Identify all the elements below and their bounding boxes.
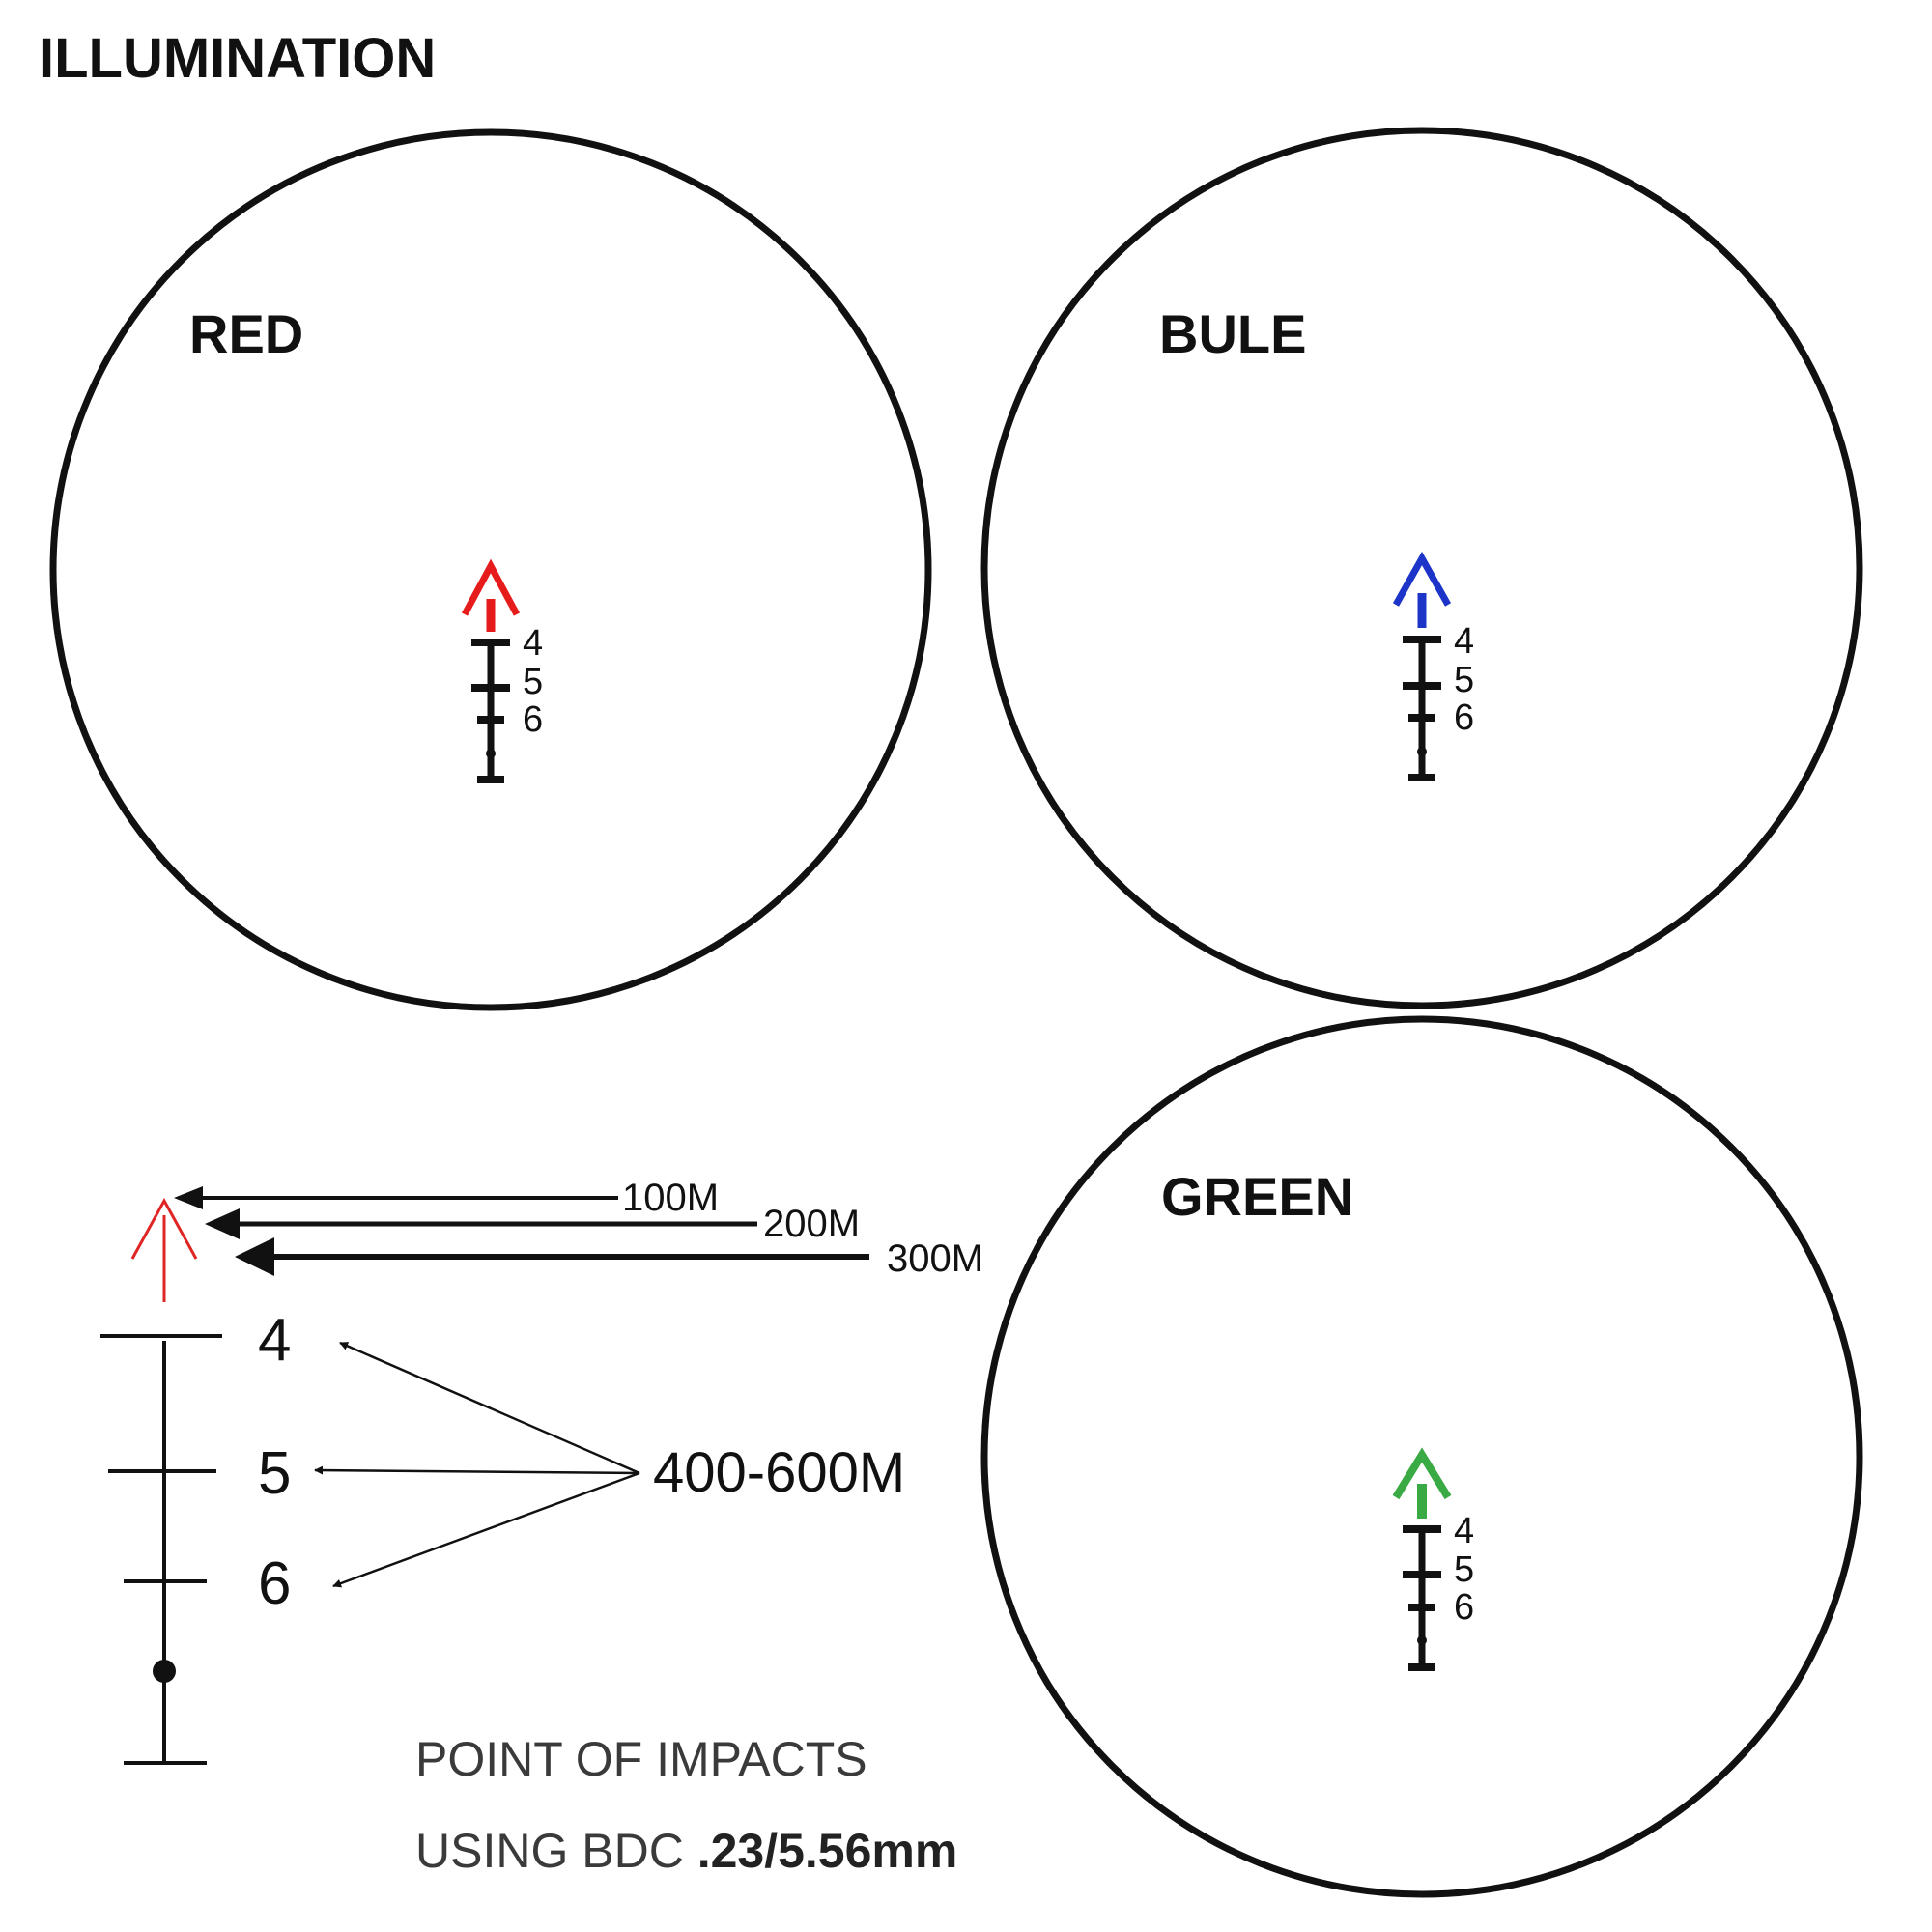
page-title: ILLUMINATION <box>39 27 436 90</box>
caption-caliber: .23/5.56mm <box>697 1824 958 1878</box>
range-label-100m: 100M <box>622 1177 719 1219</box>
reticle-label: BULE <box>1159 303 1306 364</box>
chevron-icon <box>461 558 521 616</box>
range-arrow-100m: 100M <box>174 1177 719 1219</box>
mark-label-4: 4 <box>1454 1511 1474 1551</box>
arrow-to-4 <box>339 1341 640 1475</box>
arrow-to-5 <box>314 1465 640 1475</box>
scope-circle-icon <box>49 128 932 1011</box>
mark-label-4: 4 <box>1454 621 1474 662</box>
aim-dot <box>1417 1635 1427 1645</box>
mark-label-6: 6 <box>1454 697 1474 738</box>
aim-dot <box>486 749 496 758</box>
caption-line-2: USING BDC .23/5.56mm <box>415 1824 957 1878</box>
reticle-blue: BULE 4 5 6 <box>980 127 1863 1009</box>
hash-range-arrows: 400-600M <box>314 1341 905 1588</box>
reticle-label: RED <box>189 303 303 364</box>
chevron-icon <box>130 1197 198 1260</box>
arrow-icon <box>174 1186 203 1209</box>
mark-label-4: 4 <box>523 623 543 664</box>
range-label-200m: 200M <box>763 1203 860 1245</box>
scope-circle-icon <box>980 1015 1863 1898</box>
mark-label-6: 6 <box>523 699 543 740</box>
scope-circle-icon <box>980 127 1863 1009</box>
arrow-icon <box>235 1237 274 1276</box>
range-label-300m: 300M <box>887 1237 983 1280</box>
caption-line-1: POINT OF IMPACTS <box>415 1732 867 1786</box>
arrow-icon <box>205 1208 240 1239</box>
mark-label-5: 5 <box>523 662 543 702</box>
mark-label-6: 6 <box>258 1550 291 1617</box>
caption-prefix: USING BDC <box>415 1824 697 1878</box>
mark-label-5: 5 <box>1454 660 1474 700</box>
reticle-red: RED 4 5 6 <box>49 128 932 1011</box>
reticle-green: GREEN 4 5 6 <box>980 1015 1863 1898</box>
arrow-to-6 <box>332 1471 640 1588</box>
mark-label-6: 6 <box>1454 1587 1474 1628</box>
mark-label-5: 5 <box>258 1440 291 1507</box>
detail-reticle: 4 5 6 100M 200M 300M 400-600M <box>100 1177 983 1765</box>
hash-range-label: 400-600M <box>653 1441 905 1504</box>
range-arrow-200m: 200M <box>205 1203 860 1245</box>
reticle-label: GREEN <box>1161 1166 1353 1227</box>
aim-dot <box>153 1660 176 1683</box>
mark-label-4: 4 <box>258 1307 291 1374</box>
chevron-icon <box>1392 1447 1452 1500</box>
range-arrow-300m: 300M <box>235 1237 983 1280</box>
mark-label-5: 5 <box>1454 1549 1474 1590</box>
chevron-icon <box>1392 551 1452 607</box>
aim-dot <box>1417 747 1427 756</box>
